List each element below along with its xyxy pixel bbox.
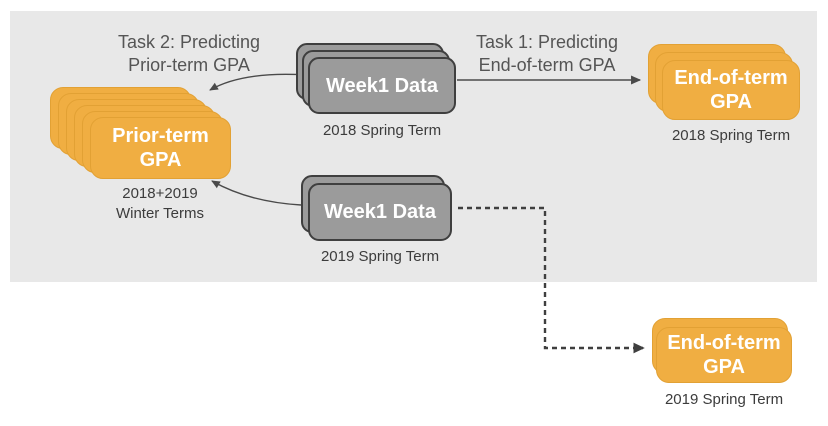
week1-data-2019-card: Week1 Data [308, 183, 452, 241]
task1-label-line1: Task 1: Predicting [475, 32, 619, 52]
prior-term-gpa-caption: 2018+2019 Winter Terms [115, 185, 205, 222]
node-prior-term-gpa: Prior-term GPA [50, 87, 231, 179]
task2-label-line1: Task 2: Predicting [117, 32, 261, 52]
node-week1-data-2019: Week1 Data [301, 175, 452, 241]
end-of-term-gpa-2018-card: End-of-term GPA [662, 60, 800, 120]
end-of-term-gpa-2019-card: End-of-term GPA [656, 327, 792, 383]
week1-data-2019-title: Week1 Data [324, 201, 436, 223]
end-of-term-gpa-2019-caption: 2019 Spring Term [664, 391, 784, 408]
node-end-of-term-gpa-2018: End-of-term GPA [648, 44, 800, 120]
prior-term-gpa-title: Prior-term GPA [112, 125, 209, 171]
week1-data-2019-caption: 2019 Spring Term [320, 248, 440, 265]
end-of-term-gpa-2018-caption: 2018 Spring Term [671, 127, 791, 144]
end-of-term-gpa-2019-title: End-of-term GPA [667, 332, 781, 378]
week1-data-2018-title: Week1 Data [326, 74, 438, 97]
node-end-of-term-gpa-2019: End-of-term GPA [652, 318, 792, 383]
end-of-term-gpa-2018-title: End-of-term GPA [674, 67, 788, 113]
week1-data-2018-card: Week1 Data [308, 57, 456, 114]
task1-label-line2: End-of-term GPA [478, 55, 616, 75]
week1-data-2018-caption: 2018 Spring Term [322, 122, 442, 139]
task1-label: Task 1: Predicting End-of-term GPA [447, 31, 647, 77]
node-week1-data-2018: Week1 Data [296, 43, 456, 114]
prior-term-gpa-card: Prior-term GPA [90, 117, 231, 179]
task2-label: Task 2: Predicting Prior-term GPA [89, 31, 289, 77]
task2-label-line2: Prior-term GPA [128, 55, 250, 75]
